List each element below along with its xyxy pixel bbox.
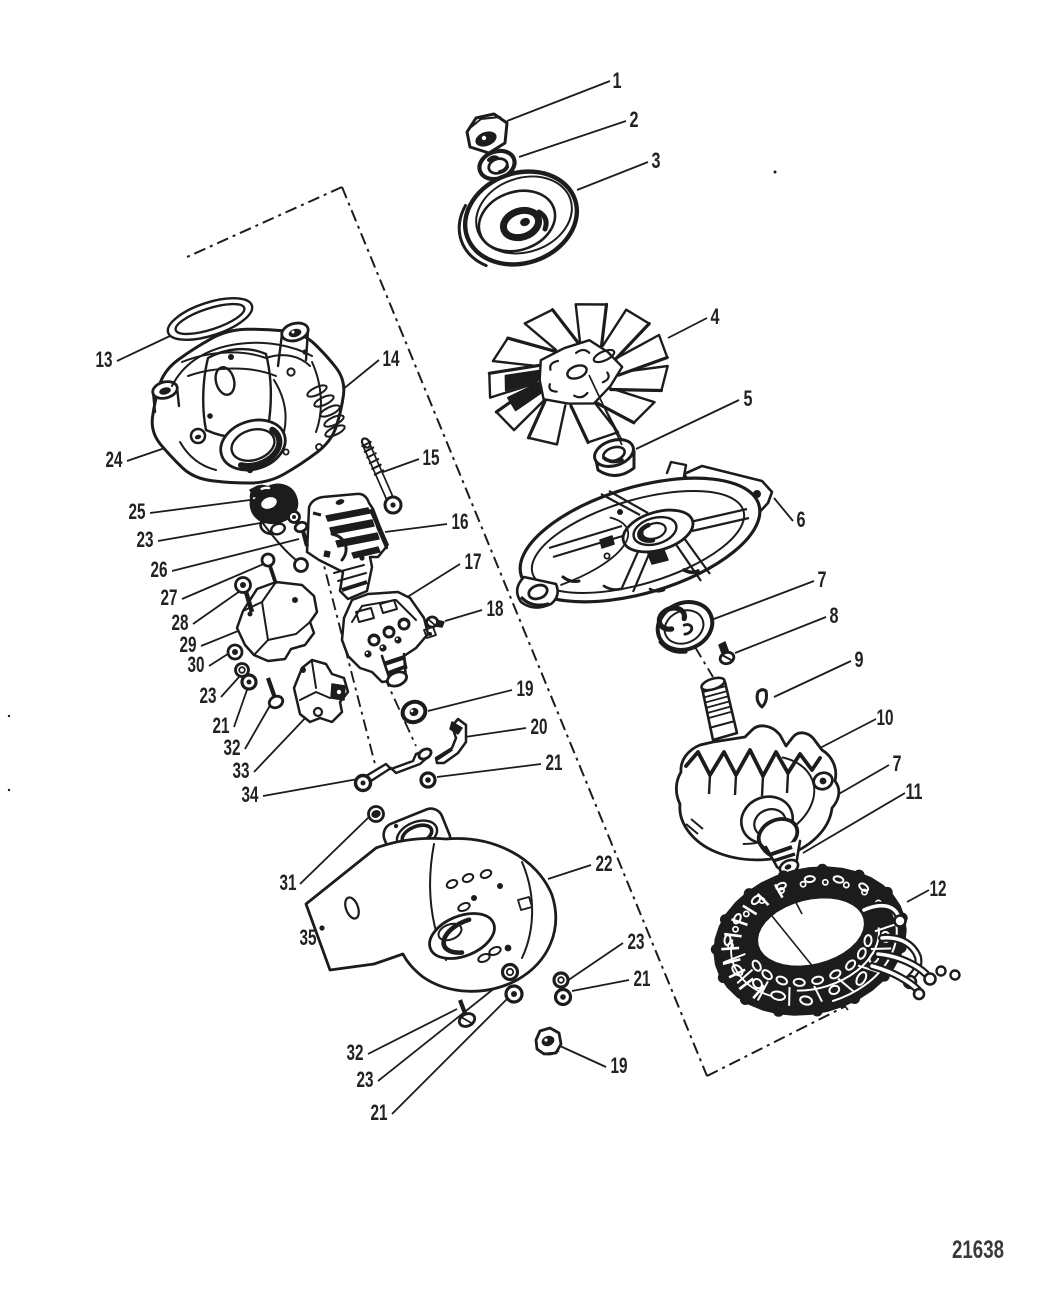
- svg-text:21: 21: [213, 713, 230, 738]
- svg-text:10: 10: [877, 705, 894, 730]
- svg-text:23: 23: [628, 929, 645, 954]
- svg-text:21: 21: [546, 750, 563, 775]
- svg-text:7: 7: [818, 567, 827, 592]
- svg-text:6: 6: [797, 507, 806, 532]
- svg-text:19: 19: [517, 676, 534, 701]
- svg-text:22: 22: [596, 851, 613, 876]
- svg-text:9: 9: [855, 647, 864, 672]
- svg-text:5: 5: [744, 386, 753, 411]
- svg-text:32: 32: [347, 1040, 364, 1065]
- svg-text:21: 21: [634, 966, 651, 991]
- svg-text:12: 12: [930, 876, 947, 901]
- svg-text:3: 3: [652, 148, 661, 173]
- svg-text:23: 23: [137, 527, 154, 552]
- svg-text:30: 30: [188, 652, 205, 677]
- svg-text:18: 18: [487, 596, 504, 621]
- svg-text:15: 15: [423, 445, 440, 470]
- svg-text:13: 13: [96, 347, 113, 372]
- svg-text:21638: 21638: [952, 1236, 1004, 1264]
- svg-text:35: 35: [300, 925, 317, 950]
- svg-text:27: 27: [161, 585, 178, 610]
- svg-text:1: 1: [613, 68, 622, 93]
- svg-text:23: 23: [357, 1067, 374, 1092]
- svg-text:26: 26: [151, 557, 168, 582]
- svg-text:23: 23: [200, 683, 217, 708]
- svg-text:4: 4: [711, 304, 721, 329]
- svg-text:17: 17: [465, 549, 482, 574]
- svg-text:8: 8: [830, 603, 839, 628]
- svg-text:33: 33: [233, 758, 250, 783]
- svg-text:29: 29: [180, 632, 197, 657]
- svg-text:16: 16: [452, 509, 469, 534]
- svg-text:7: 7: [893, 751, 902, 776]
- svg-text:32: 32: [224, 735, 241, 760]
- svg-text:19: 19: [611, 1053, 628, 1078]
- svg-text:24: 24: [106, 447, 124, 472]
- svg-text:31: 31: [280, 870, 297, 895]
- svg-text:14: 14: [383, 346, 401, 371]
- svg-text:11: 11: [906, 779, 923, 804]
- svg-text:34: 34: [242, 782, 260, 807]
- svg-text:21: 21: [371, 1100, 388, 1125]
- svg-text:20: 20: [531, 714, 548, 739]
- svg-text:25: 25: [129, 499, 146, 524]
- svg-text:28: 28: [172, 610, 189, 635]
- svg-text:2: 2: [630, 107, 639, 132]
